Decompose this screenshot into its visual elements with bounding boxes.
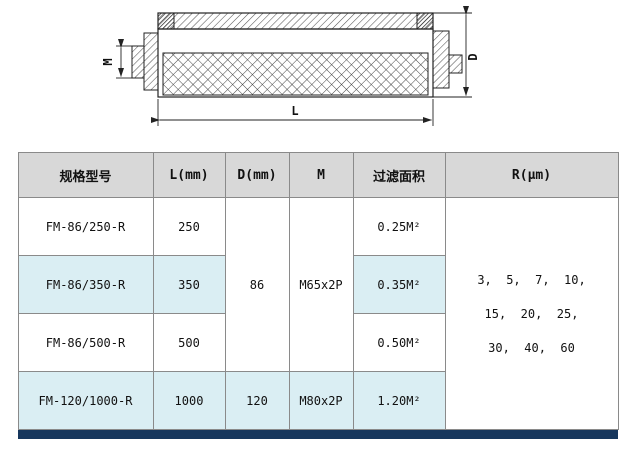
cell-filter-area: 1.20M² — [352, 371, 446, 430]
filter-technical-drawing: M D L — [0, 0, 635, 148]
table-row: FM-86/250-R 250 86 M65x2P 0.25M² 3, 5, 7… — [17, 197, 619, 430]
right-stub — [448, 54, 463, 74]
filter-body — [131, 12, 463, 98]
dimension-label-m: M — [101, 58, 115, 65]
header-thread: M — [288, 152, 354, 198]
right-end-cap — [432, 30, 450, 89]
cell-model: FM-86/350-R — [17, 255, 154, 314]
header-length: L(mm) — [152, 152, 226, 198]
cell-model: FM-86/250-R — [17, 197, 154, 256]
dimension-d — [433, 6, 472, 98]
top-cap-right-end — [416, 12, 434, 30]
cell-thread-merged: M65x2P — [288, 197, 354, 372]
header-row: 规格型号 L(mm) D(mm) M 过滤面积 R(μm) — [17, 152, 619, 198]
header-diameter: D(mm) — [224, 152, 290, 198]
dimension-m — [116, 39, 132, 79]
dimension-l — [151, 99, 434, 126]
cell-thread: M80x2P — [288, 371, 354, 430]
table-row: FM-120/1000-R 1000 120 M80x2P 1.20M² — [17, 371, 618, 430]
cell-model: FM-120/1000-R — [17, 371, 154, 430]
header-micron-rating: R(μm) — [444, 152, 619, 198]
left-thread-stub — [131, 45, 145, 79]
dimension-label-l: L — [291, 104, 298, 118]
cell-model: FM-86/500-R — [17, 313, 154, 372]
cell-filter-area: 0.50M² — [352, 313, 446, 372]
spec-table: 规格型号 L(mm) D(mm) M 过滤面积 R(μm) FM-86/250-… — [17, 152, 619, 430]
cell-length: 250 — [152, 197, 226, 256]
header-filter-area: 过滤面积 — [352, 152, 446, 198]
cell-length: 1000 — [152, 371, 226, 430]
cell-length: 350 — [152, 255, 226, 314]
dimension-label-d: D — [466, 53, 480, 60]
spec-table-wrapper: 规格型号 L(mm) D(mm) M 过滤面积 R(μm) FM-86/250-… — [17, 152, 619, 439]
top-cap-band — [157, 12, 434, 30]
cell-diameter: 120 — [224, 371, 290, 430]
left-end-cap — [143, 32, 159, 91]
cell-filter-area: 0.25M² — [352, 197, 446, 256]
table-row: FM-86/350-R 350 0.35M² — [17, 255, 618, 314]
top-cap-left-end — [157, 12, 175, 30]
cell-diameter-merged: 86 — [224, 197, 290, 372]
cell-length: 500 — [152, 313, 226, 372]
filter-mesh — [162, 52, 429, 96]
table-row: FM-86/500-R 500 0.50M² — [17, 313, 618, 372]
cell-filter-area: 0.35M² — [352, 255, 446, 314]
cell-micron-ratings: 3, 5, 7, 10, 15, 20, 25, 30, 40, 60 — [444, 197, 619, 430]
header-model: 规格型号 — [17, 152, 154, 198]
drawing-svg: M D L — [101, 6, 480, 126]
